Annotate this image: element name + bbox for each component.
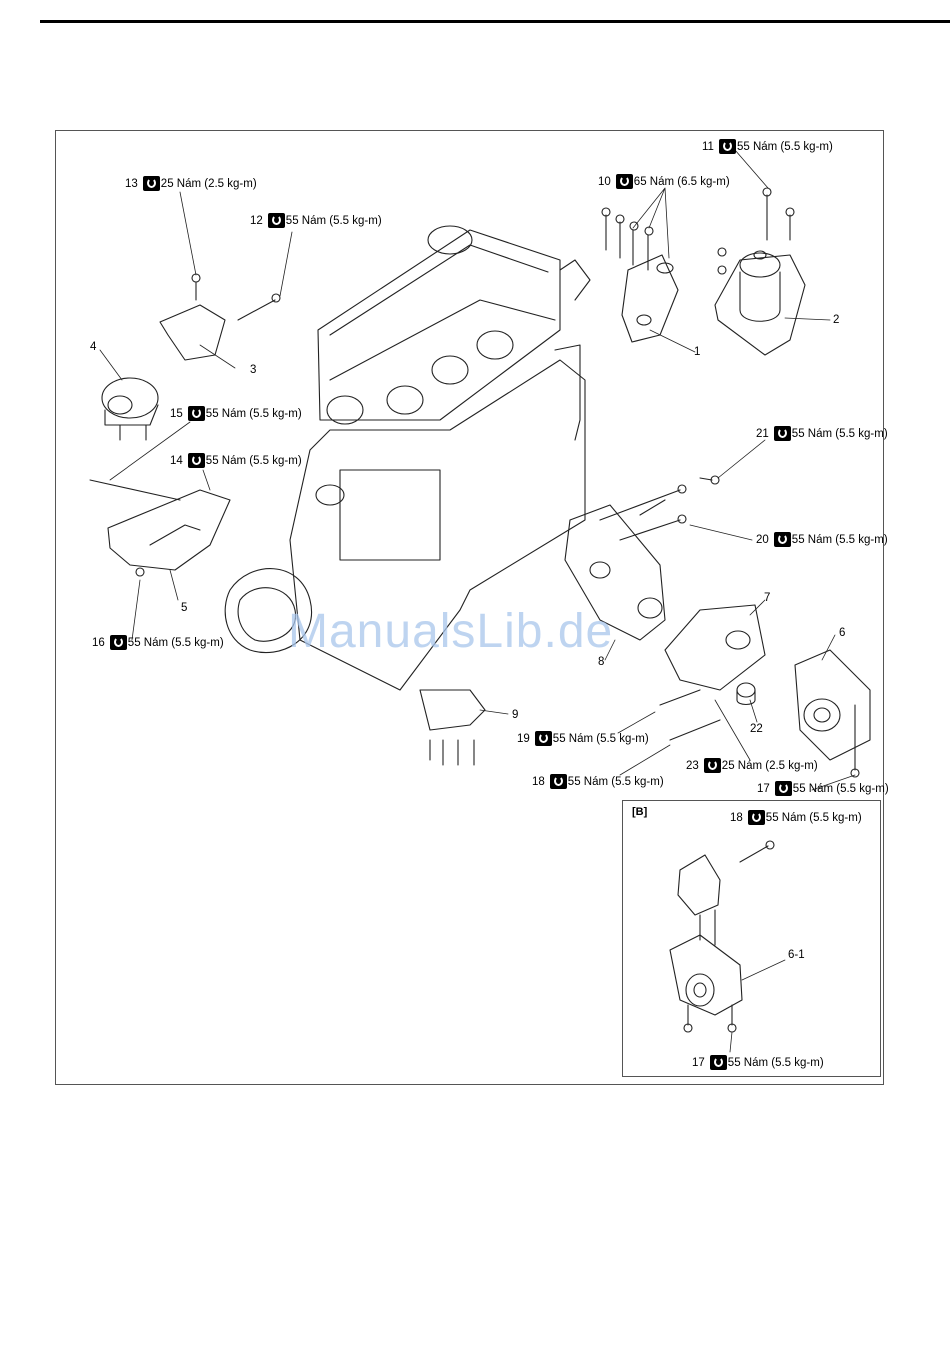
torque-wrench-icon — [747, 810, 765, 825]
torque-wrench-icon — [703, 758, 721, 773]
callout-21: 21 55 Nám (5.5 kg-m) — [756, 426, 888, 441]
diagram-frame — [55, 130, 884, 1085]
torque-wrench-icon — [187, 406, 205, 421]
part-number-8: 8 — [598, 656, 605, 668]
header-rule — [40, 20, 950, 23]
part-number-5: 5 — [181, 602, 188, 614]
callout-number: 16 — [92, 636, 105, 649]
torque-value: 55 Nám (5.5 kg-m) — [736, 140, 833, 153]
callout-13: 13 25 Nám (2.5 kg-m) — [125, 176, 257, 191]
part-number-4: 4 — [90, 341, 97, 353]
torque-value: 55 Nám (5.5 kg-m) — [727, 1056, 824, 1069]
callout-number: 18 — [730, 811, 743, 824]
stopper-22 — [736, 682, 756, 706]
callout-number: 20 — [756, 533, 769, 546]
callout-14: 14 55 Nám (5.5 kg-m) — [170, 453, 302, 468]
torque-wrench-icon — [718, 139, 736, 154]
mount-bracket-3 — [159, 273, 281, 361]
mount-bracket-8 — [564, 504, 666, 641]
part-number-3: 3 — [250, 364, 257, 376]
callout-number: 15 — [170, 407, 183, 420]
callout-17: 17 55 Nám (5.5 kg-m) — [757, 781, 889, 796]
callout-18-inset: 18 55 Nám (5.5 kg-m) — [730, 810, 862, 825]
part-number-9: 9 — [512, 709, 519, 721]
watermark: ManualsLib.de — [288, 605, 614, 658]
callout-number: 18 — [532, 775, 545, 788]
bolts-20-21 — [599, 475, 721, 741]
torque-value: 55 Nám (5.5 kg-m) — [552, 732, 649, 745]
torque-wrench-icon — [187, 453, 205, 468]
part-number-6-1: 6-1 — [788, 949, 805, 961]
torque-wrench-icon — [773, 426, 791, 441]
bolts-10-11 — [601, 187, 795, 275]
callout-number: 13 — [125, 177, 138, 190]
torque-value: 55 Nám (5.5 kg-m) — [791, 427, 888, 440]
callout-number: 17 — [757, 782, 770, 795]
torque-value: 55 Nám (5.5 kg-m) — [205, 407, 302, 420]
torque-wrench-icon — [774, 781, 792, 796]
inset-b-label: [B] — [632, 806, 648, 818]
callout-number: 23 — [686, 759, 699, 772]
torque-wrench-icon — [109, 635, 127, 650]
callout-10: 10 65 Nám (6.5 kg-m) — [598, 174, 730, 189]
callout-23: 23 25 Nám (2.5 kg-m) — [686, 758, 818, 773]
torque-value: 25 Nám (2.5 kg-m) — [721, 759, 818, 772]
torque-value: 25 Nám (2.5 kg-m) — [160, 177, 257, 190]
callout-20: 20 55 Nám (5.5 kg-m) — [756, 532, 888, 547]
torque-wrench-icon — [142, 176, 160, 191]
leader-lines — [99, 149, 856, 791]
torque-value: 55 Nám (5.5 kg-m) — [792, 782, 889, 795]
callout-11: 11 55 Nám (5.5 kg-m) — [702, 139, 833, 154]
inset-b-drawing — [669, 840, 786, 1053]
mount-2 — [714, 250, 806, 356]
callout-number: 12 — [250, 214, 263, 227]
part-number-6: 6 — [839, 627, 846, 639]
bracket-9 — [419, 689, 486, 766]
mount-4 — [101, 377, 159, 441]
torque-wrench-icon — [709, 1055, 727, 1070]
torque-wrench-icon — [534, 731, 552, 746]
mount-6 — [794, 649, 871, 778]
torque-wrench-icon — [773, 532, 791, 547]
callout-12: 12 55 Nám (5.5 kg-m) — [250, 213, 382, 228]
mount-bracket-7 — [664, 604, 766, 691]
torque-wrench-icon — [267, 213, 285, 228]
callout-number: 11 — [702, 140, 714, 153]
callout-16: 16 55 Nám (5.5 kg-m) — [92, 635, 224, 650]
mount-bracket-5 — [89, 479, 231, 577]
torque-value: 55 Nám (5.5 kg-m) — [791, 533, 888, 546]
torque-value: 55 Nám (5.5 kg-m) — [127, 636, 224, 649]
callout-number: 21 — [756, 427, 769, 440]
callout-19: 19 55 Nám (5.5 kg-m) — [517, 731, 649, 746]
callout-number: 19 — [517, 732, 530, 745]
torque-value: 55 Nám (5.5 kg-m) — [567, 775, 664, 788]
callout-number: 14 — [170, 454, 183, 467]
mount-bracket-1 — [621, 254, 679, 343]
callout-15: 15 55 Nám (5.5 kg-m) — [170, 406, 302, 421]
torque-value: 65 Nám (6.5 kg-m) — [633, 175, 730, 188]
engine-assembly — [224, 225, 591, 691]
part-number-22: 22 — [750, 723, 763, 735]
callout-number: 17 — [692, 1056, 705, 1069]
torque-value: 55 Nám (5.5 kg-m) — [285, 214, 382, 227]
callout-number: 10 — [598, 175, 611, 188]
torque-value: 55 Nám (5.5 kg-m) — [765, 811, 862, 824]
torque-wrench-icon — [549, 774, 567, 789]
part-number-2: 2 — [833, 314, 840, 326]
callout-17-inset: 17 55 Nám (5.5 kg-m) — [692, 1055, 824, 1070]
torque-wrench-icon — [615, 174, 633, 189]
part-number-7: 7 — [764, 592, 771, 604]
callout-18: 18 55 Nám (5.5 kg-m) — [532, 774, 664, 789]
torque-value: 55 Nám (5.5 kg-m) — [205, 454, 302, 467]
part-number-1: 1 — [694, 346, 701, 358]
inset-b-frame — [622, 800, 881, 1077]
